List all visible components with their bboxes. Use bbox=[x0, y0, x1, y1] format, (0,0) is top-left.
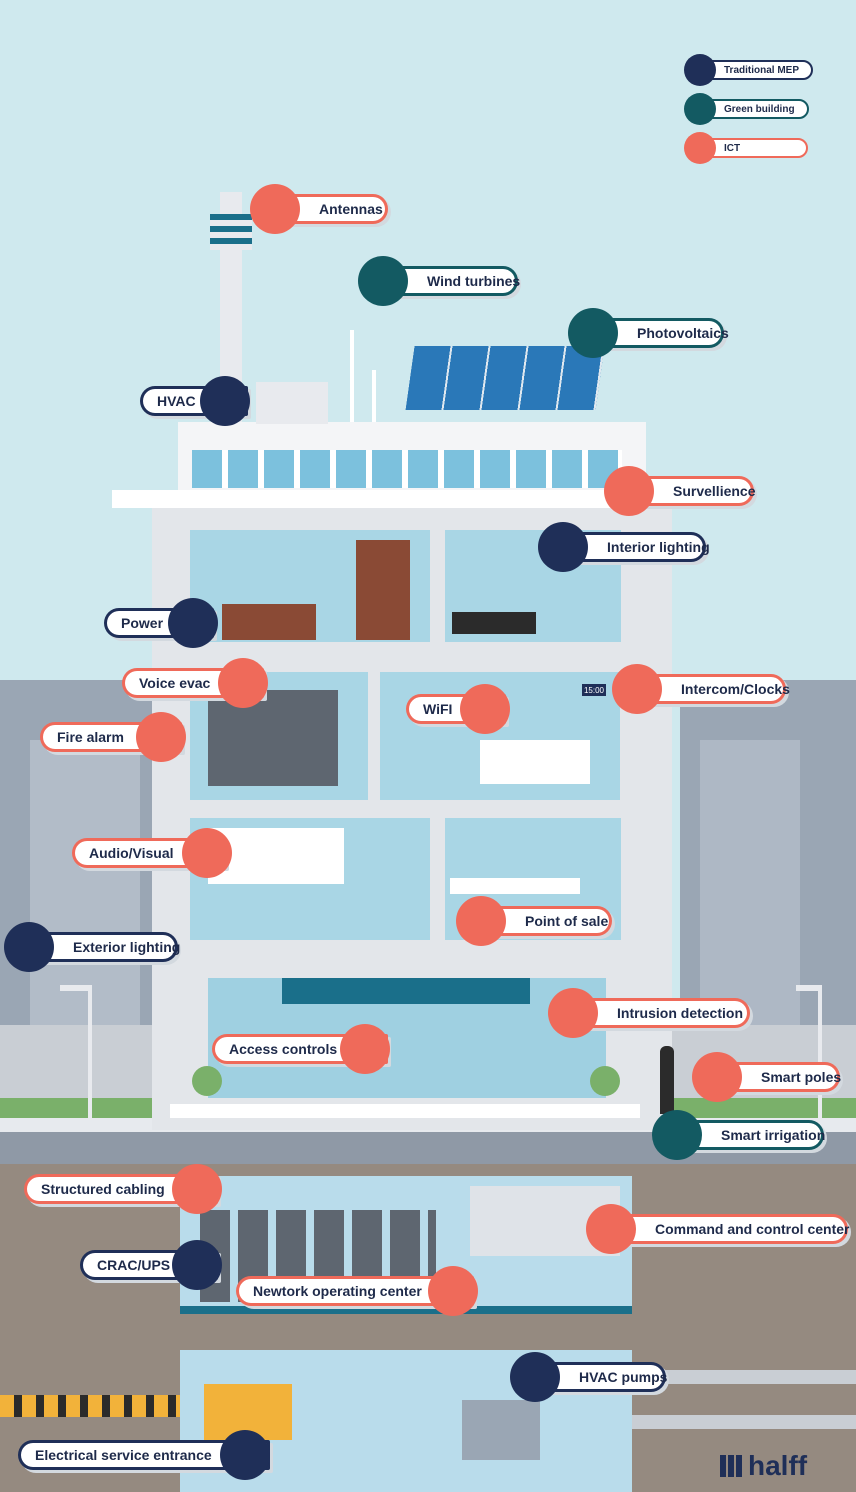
lobby-sofa bbox=[452, 612, 536, 634]
ict-icon bbox=[684, 132, 716, 164]
ict-marker bbox=[612, 664, 662, 714]
street-pole-left-lamp bbox=[60, 985, 92, 991]
mep-marker bbox=[168, 598, 218, 648]
ground-canopy bbox=[282, 978, 530, 1004]
legend-ict: ICT bbox=[684, 132, 808, 164]
ict-marker bbox=[172, 1164, 222, 1214]
ict-marker bbox=[182, 828, 232, 878]
underground-pipe bbox=[0, 1395, 180, 1417]
person-street bbox=[660, 1046, 674, 1114]
brand-name: halff bbox=[748, 1450, 808, 1481]
mep-marker bbox=[510, 1352, 560, 1402]
legend-green-building: Green building bbox=[684, 93, 809, 125]
ict-marker bbox=[692, 1052, 742, 1102]
ict-marker bbox=[604, 466, 654, 516]
underground-pipe-right bbox=[630, 1370, 856, 1384]
halff-logo: halff bbox=[720, 1450, 807, 1482]
street-pole-left bbox=[88, 990, 92, 1118]
ict-marker bbox=[340, 1024, 390, 1074]
office-desk bbox=[222, 604, 316, 640]
green-marker bbox=[358, 256, 408, 306]
mep-marker bbox=[172, 1240, 222, 1290]
legend-traditional-mep: Traditional MEP bbox=[684, 54, 814, 86]
meeting-table bbox=[480, 740, 590, 784]
antenna-bands bbox=[210, 214, 252, 250]
entrance-steps bbox=[170, 1104, 640, 1118]
server-room-floor bbox=[180, 1306, 632, 1314]
ict-marker bbox=[250, 184, 300, 234]
bookshelf bbox=[356, 540, 410, 640]
mep-icon bbox=[684, 54, 716, 86]
green-marker bbox=[652, 1110, 702, 1160]
ict-marker bbox=[548, 988, 598, 1038]
mep-marker bbox=[4, 922, 54, 972]
elevator-doors bbox=[208, 690, 338, 786]
legend-label: Green building bbox=[698, 99, 809, 119]
ict-marker bbox=[460, 684, 510, 734]
penthouse-windows bbox=[192, 450, 622, 488]
ict-marker bbox=[218, 658, 268, 708]
street-pole-right-lamp bbox=[796, 985, 822, 991]
roof-band bbox=[112, 490, 702, 508]
hvac-pump bbox=[462, 1400, 540, 1460]
ict-marker bbox=[428, 1266, 478, 1316]
halff-logo-mark-icon bbox=[720, 1455, 742, 1477]
callout-label: Command and control center bbox=[594, 1214, 849, 1244]
wall-clock: 15:00 bbox=[582, 684, 606, 696]
solar-panel bbox=[405, 346, 605, 410]
ict-marker bbox=[456, 896, 506, 946]
underground-pipe-right-2 bbox=[630, 1415, 856, 1429]
leaf-icon bbox=[684, 93, 716, 125]
green-marker bbox=[568, 308, 618, 358]
mep-marker bbox=[220, 1430, 270, 1480]
tree-right bbox=[590, 1066, 620, 1096]
street-pole-right bbox=[818, 990, 822, 1118]
tree-left bbox=[192, 1066, 222, 1096]
mep-marker bbox=[538, 522, 588, 572]
wind-turbine-1 bbox=[350, 330, 354, 422]
pos-counter bbox=[450, 878, 580, 894]
ict-marker bbox=[586, 1204, 636, 1254]
wind-turbine-2 bbox=[372, 370, 376, 422]
mep-marker bbox=[200, 376, 250, 426]
ict-marker bbox=[136, 712, 186, 762]
hvac-unit bbox=[256, 382, 328, 424]
